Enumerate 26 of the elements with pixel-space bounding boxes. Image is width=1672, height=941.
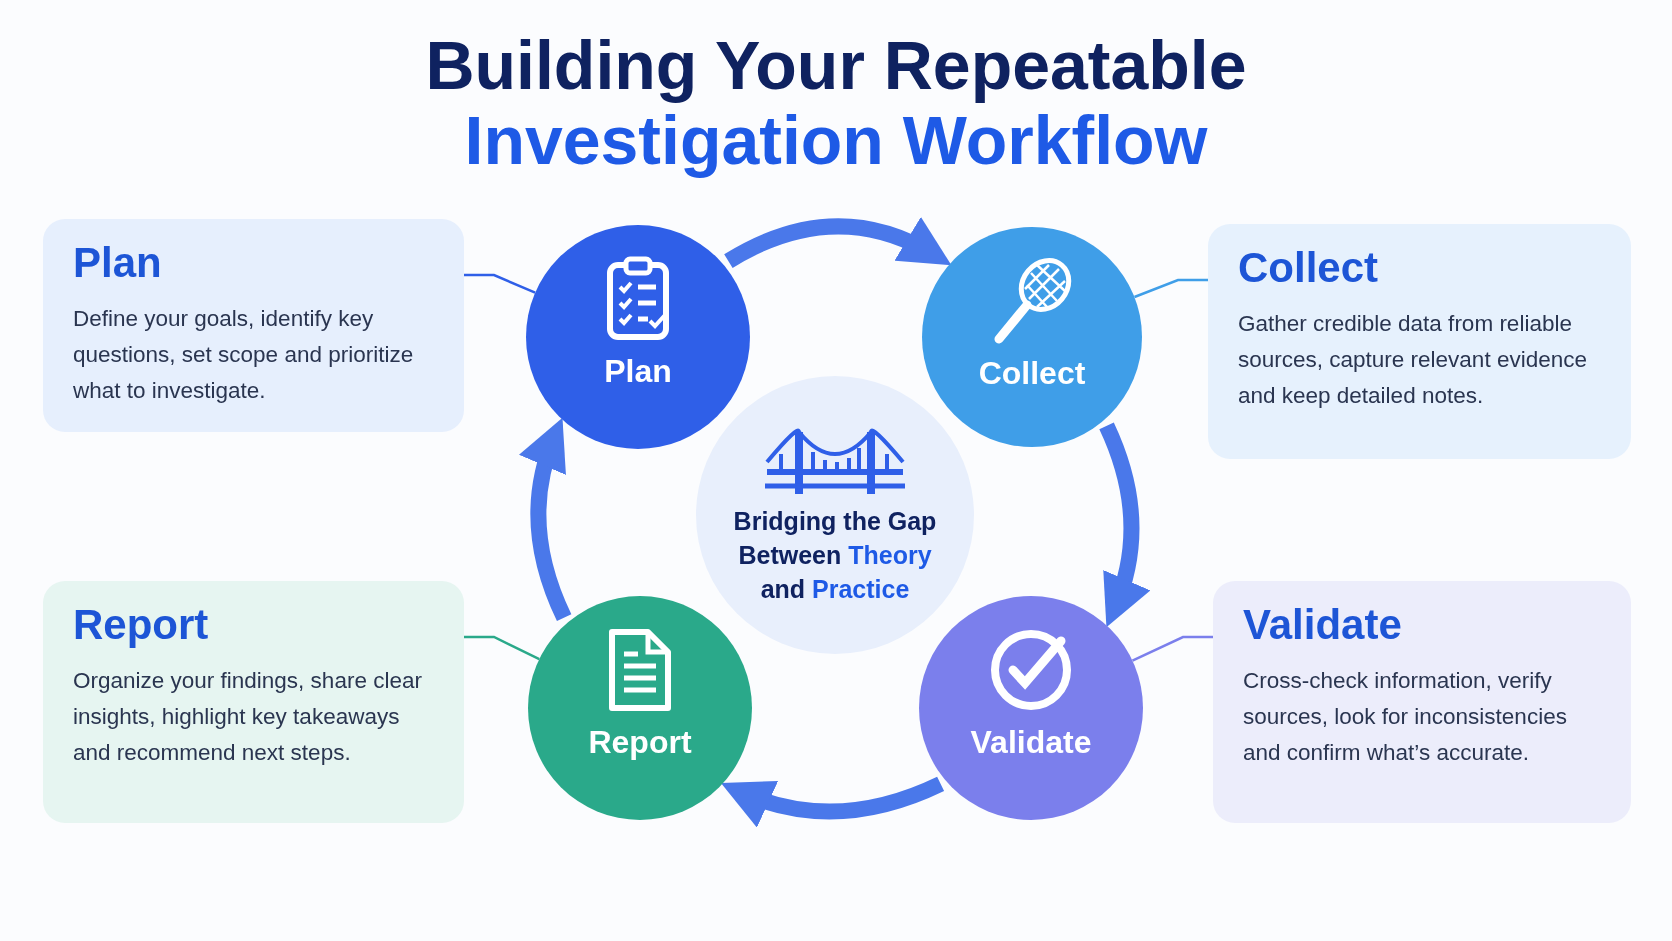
card-heading: Validate (1243, 601, 1402, 649)
step-label: Plan (603, 353, 673, 390)
cycle-arrow (724, 217, 952, 269)
step-card (43, 219, 464, 432)
step-card (1213, 581, 1631, 823)
card-heading: Plan (73, 239, 162, 287)
center-caption: Bridging the Gap Between Theory and Practice (732, 506, 938, 605)
step-card (1208, 224, 1631, 459)
step-card (43, 581, 464, 823)
card-heading: Collect (1238, 244, 1379, 292)
card-description: Gather credible data from reliable sources, capture relevant evidence and keep detailed notes. (1238, 310, 1588, 410)
step-label: Validate (969, 724, 1093, 761)
card-description: Organize your findings, share clear insights, highlight key takeaways and recommend next steps. (73, 667, 423, 767)
cycle-arrow (720, 776, 944, 827)
leader-line (464, 635, 540, 661)
leader-line (1134, 278, 1208, 299)
card-description: Define your goals, identify key questions, set scope and prioritize what to investigate. (73, 305, 415, 405)
card-description: Cross-check information, verify sources, look for inconsistencies and confirm what’s accurate. (1243, 667, 1568, 767)
step-label: Report (587, 724, 693, 761)
leader-line (464, 273, 536, 294)
step-label: Collect (977, 355, 1087, 392)
cycle-arrow (1099, 422, 1150, 628)
title: Building Your Repeatable Investigation Workflow (424, 28, 1248, 178)
cycle-arrow (519, 417, 572, 621)
card-heading: Report (73, 601, 209, 649)
leader-line (1131, 635, 1213, 662)
